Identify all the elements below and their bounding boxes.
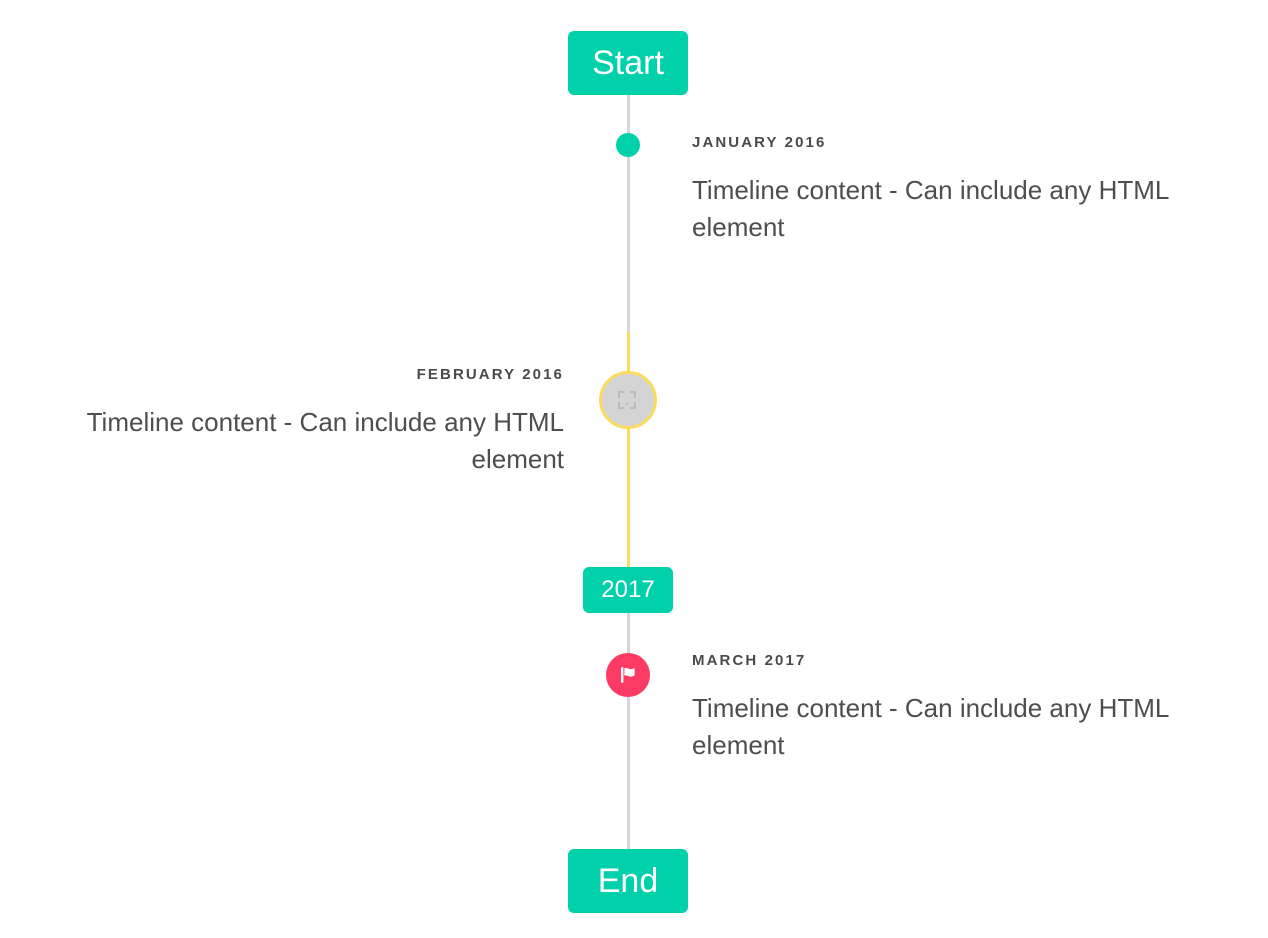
timeline-entry-date: March 2017 [692, 652, 807, 669]
timeline-entry-body: Timeline content - Can include any HTML … [692, 175, 1169, 242]
broken-image-glyph [618, 391, 636, 409]
timeline-entry-date: January 2016 [692, 134, 827, 151]
timeline-entry-march-2017: March 2017 Timeline content - Can includ… [0, 646, 1268, 764]
timeline-entry-date: February 2016 [416, 366, 564, 383]
timeline-entry-content: March 2017 Timeline content - Can includ… [628, 646, 1256, 764]
timeline-axis-segment-top [626, 95, 630, 333]
timeline-entry-february-2016: February 2016 Timeline content - Can inc… [0, 360, 1268, 478]
timeline-year-badge[interactable]: 2017 [583, 567, 673, 613]
timeline-entry-content: February 2016 Timeline content - Can inc… [0, 360, 628, 478]
timeline-end-badge[interactable]: End [568, 849, 688, 913]
timeline-entry-body: Timeline content - Can include any HTML … [86, 407, 564, 474]
timeline-axis-segment-highlight [626, 332, 630, 567]
timeline-entry-january-2016: January 2016 Timeline content - Can incl… [0, 128, 1268, 246]
teal-dot-icon[interactable] [616, 133, 640, 157]
timeline-axis-segment-bottom [626, 613, 630, 849]
timeline-entry-body: Timeline content - Can include any HTML … [692, 693, 1169, 760]
broken-image-icon[interactable] [599, 371, 657, 429]
flag-glyph [621, 667, 635, 683]
timeline-entry-content: January 2016 Timeline content - Can incl… [628, 128, 1256, 246]
timeline-start-badge[interactable]: Start [568, 31, 688, 95]
flag-icon[interactable] [606, 653, 650, 697]
